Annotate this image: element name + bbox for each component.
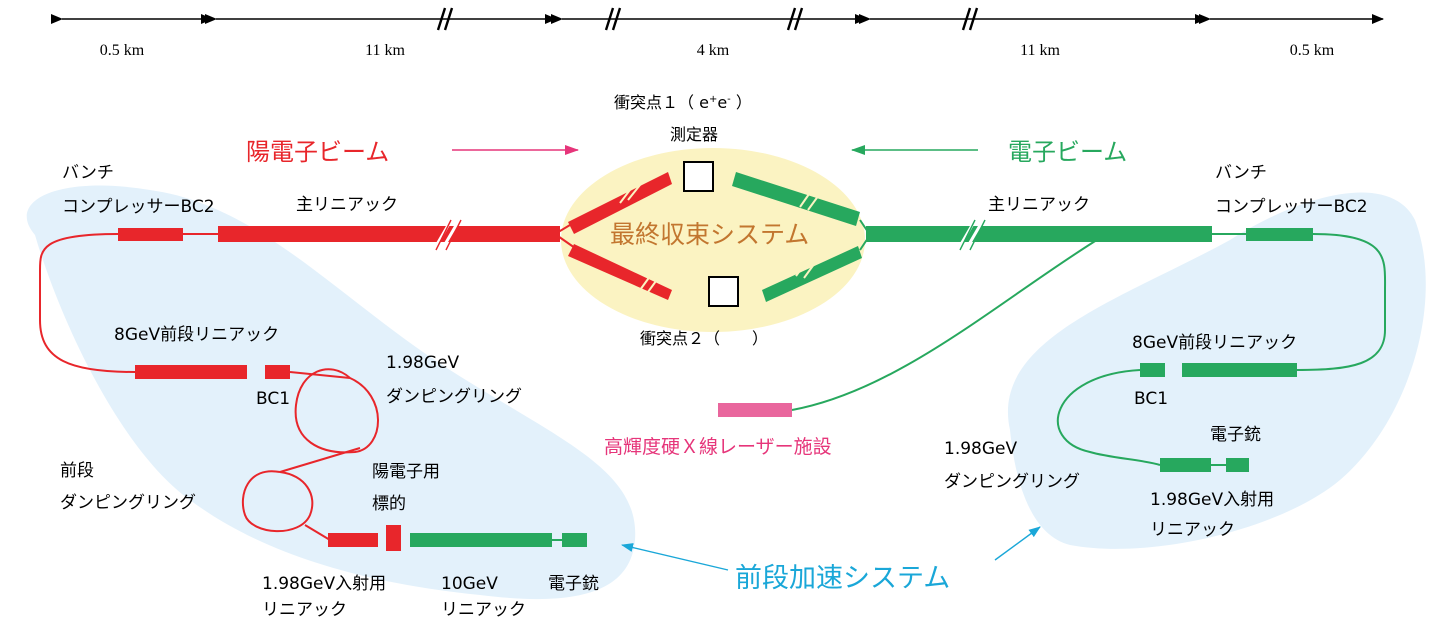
left-electron-gun-bar [562,533,587,547]
scale-label-4: 11 km [1020,42,1060,59]
pre-damping-ring-label-2: ダンピングリング [60,493,196,513]
left-injector-label-1: 1.98GeV入射用 [262,574,386,594]
distance-scale [51,7,1384,31]
detector-ip1 [683,161,714,192]
left-bc1-label: BC1 [256,389,290,409]
left-10gev-linac-label-2: リニアック [441,600,526,619]
positron-beam-label: 陽電子ビーム [246,138,389,166]
xfel-label: 高輝度硬Ｘ線レーザー施設 [604,436,832,458]
right-main-linac-break-marks [959,219,986,251]
right-bunch-compressor-label-1: バンチ [1215,163,1267,183]
left-main-linac-break-marks [435,219,462,251]
right-bc1-label: BC1 [1134,389,1168,409]
right-injector-linac-bar [1160,458,1211,472]
left-bunch-compressor-label-1: バンチ [62,163,114,183]
positron-target-label-1: 陽電子用 [372,462,440,482]
left-main-linac-label: 主リニアック [296,195,398,215]
ip1-label: 衝突点１（ e+e- ） [614,93,752,112]
right-8gev-linac-bar [1182,363,1297,377]
positron-target-block [386,525,401,551]
left-bunch-compressor-bar [118,228,183,241]
preaccel-arrow-left [621,543,729,571]
left-8gev-linac-label: 8GeV前段リニアック [114,325,279,345]
preaccel-region-left [26,185,636,600]
right-injector-label-2: リニアック [1150,520,1235,540]
right-8gev-linac-label: 8GeV前段リニアック [1132,333,1297,353]
left-damping-ring-label-2: ダンピングリング [386,387,522,407]
left-injector-linac-bar [328,533,378,547]
pre-damping-ring-label-1: 前段 [60,461,94,481]
left-beamline [39,221,576,541]
preaccel-label: 前段加速システム [735,563,950,594]
right-injector-label-1: 1.98GeV入射用 [1150,490,1274,510]
scale-label-3: 4 km [697,42,730,59]
right-beamline [791,233,1387,466]
left-main-linac-bar [218,226,560,242]
left-damping-ring-label-1: 1.98GeV [386,353,459,373]
positron-target-label-2: 標的 [372,494,406,514]
right-bc1-bar [1140,363,1165,377]
xfel-bar [718,403,792,417]
right-electron-gun-bar [1226,458,1249,472]
left-10gev-linac-label-1: 10GeV [441,574,498,594]
preaccel-arrow-right [994,526,1041,561]
right-damping-ring-label-2: ダンピングリング [944,472,1080,492]
right-bunch-compressor-bar [1246,228,1313,241]
right-main-linac-label: 主リニアック [988,195,1090,215]
left-injector-label-2: リニアック [262,600,347,619]
final-focus-beamlines [568,172,869,302]
scale-label-2: 11 km [365,42,405,59]
detector-ip2 [708,276,739,307]
left-10gev-linac-bar [410,533,552,547]
right-main-linac-bar [866,226,1212,242]
left-electron-gun-label: 電子銃 [548,574,599,594]
ip1-detector-label: 測定器 [670,125,718,144]
right-electron-gun-label: 電子銃 [1210,425,1261,445]
right-damping-ring-label-1: 1.98GeV [944,439,1017,459]
scale-label-1: 0.5 km [100,42,145,59]
right-bunch-compressor-label-2: コンプレッサーBC2 [1215,197,1368,217]
electron-beam-label: 電子ビーム [1008,138,1127,166]
left-8gev-linac-bar [135,365,247,379]
scale-label-5: 0.5 km [1290,42,1335,59]
ip2-label: 衝突点２（ ） [640,329,768,348]
left-bunch-compressor-label-2: コンプレッサーBC2 [62,197,215,217]
final-focus-label: 最終収束システム [610,220,809,249]
left-bc1-bar [265,365,290,379]
